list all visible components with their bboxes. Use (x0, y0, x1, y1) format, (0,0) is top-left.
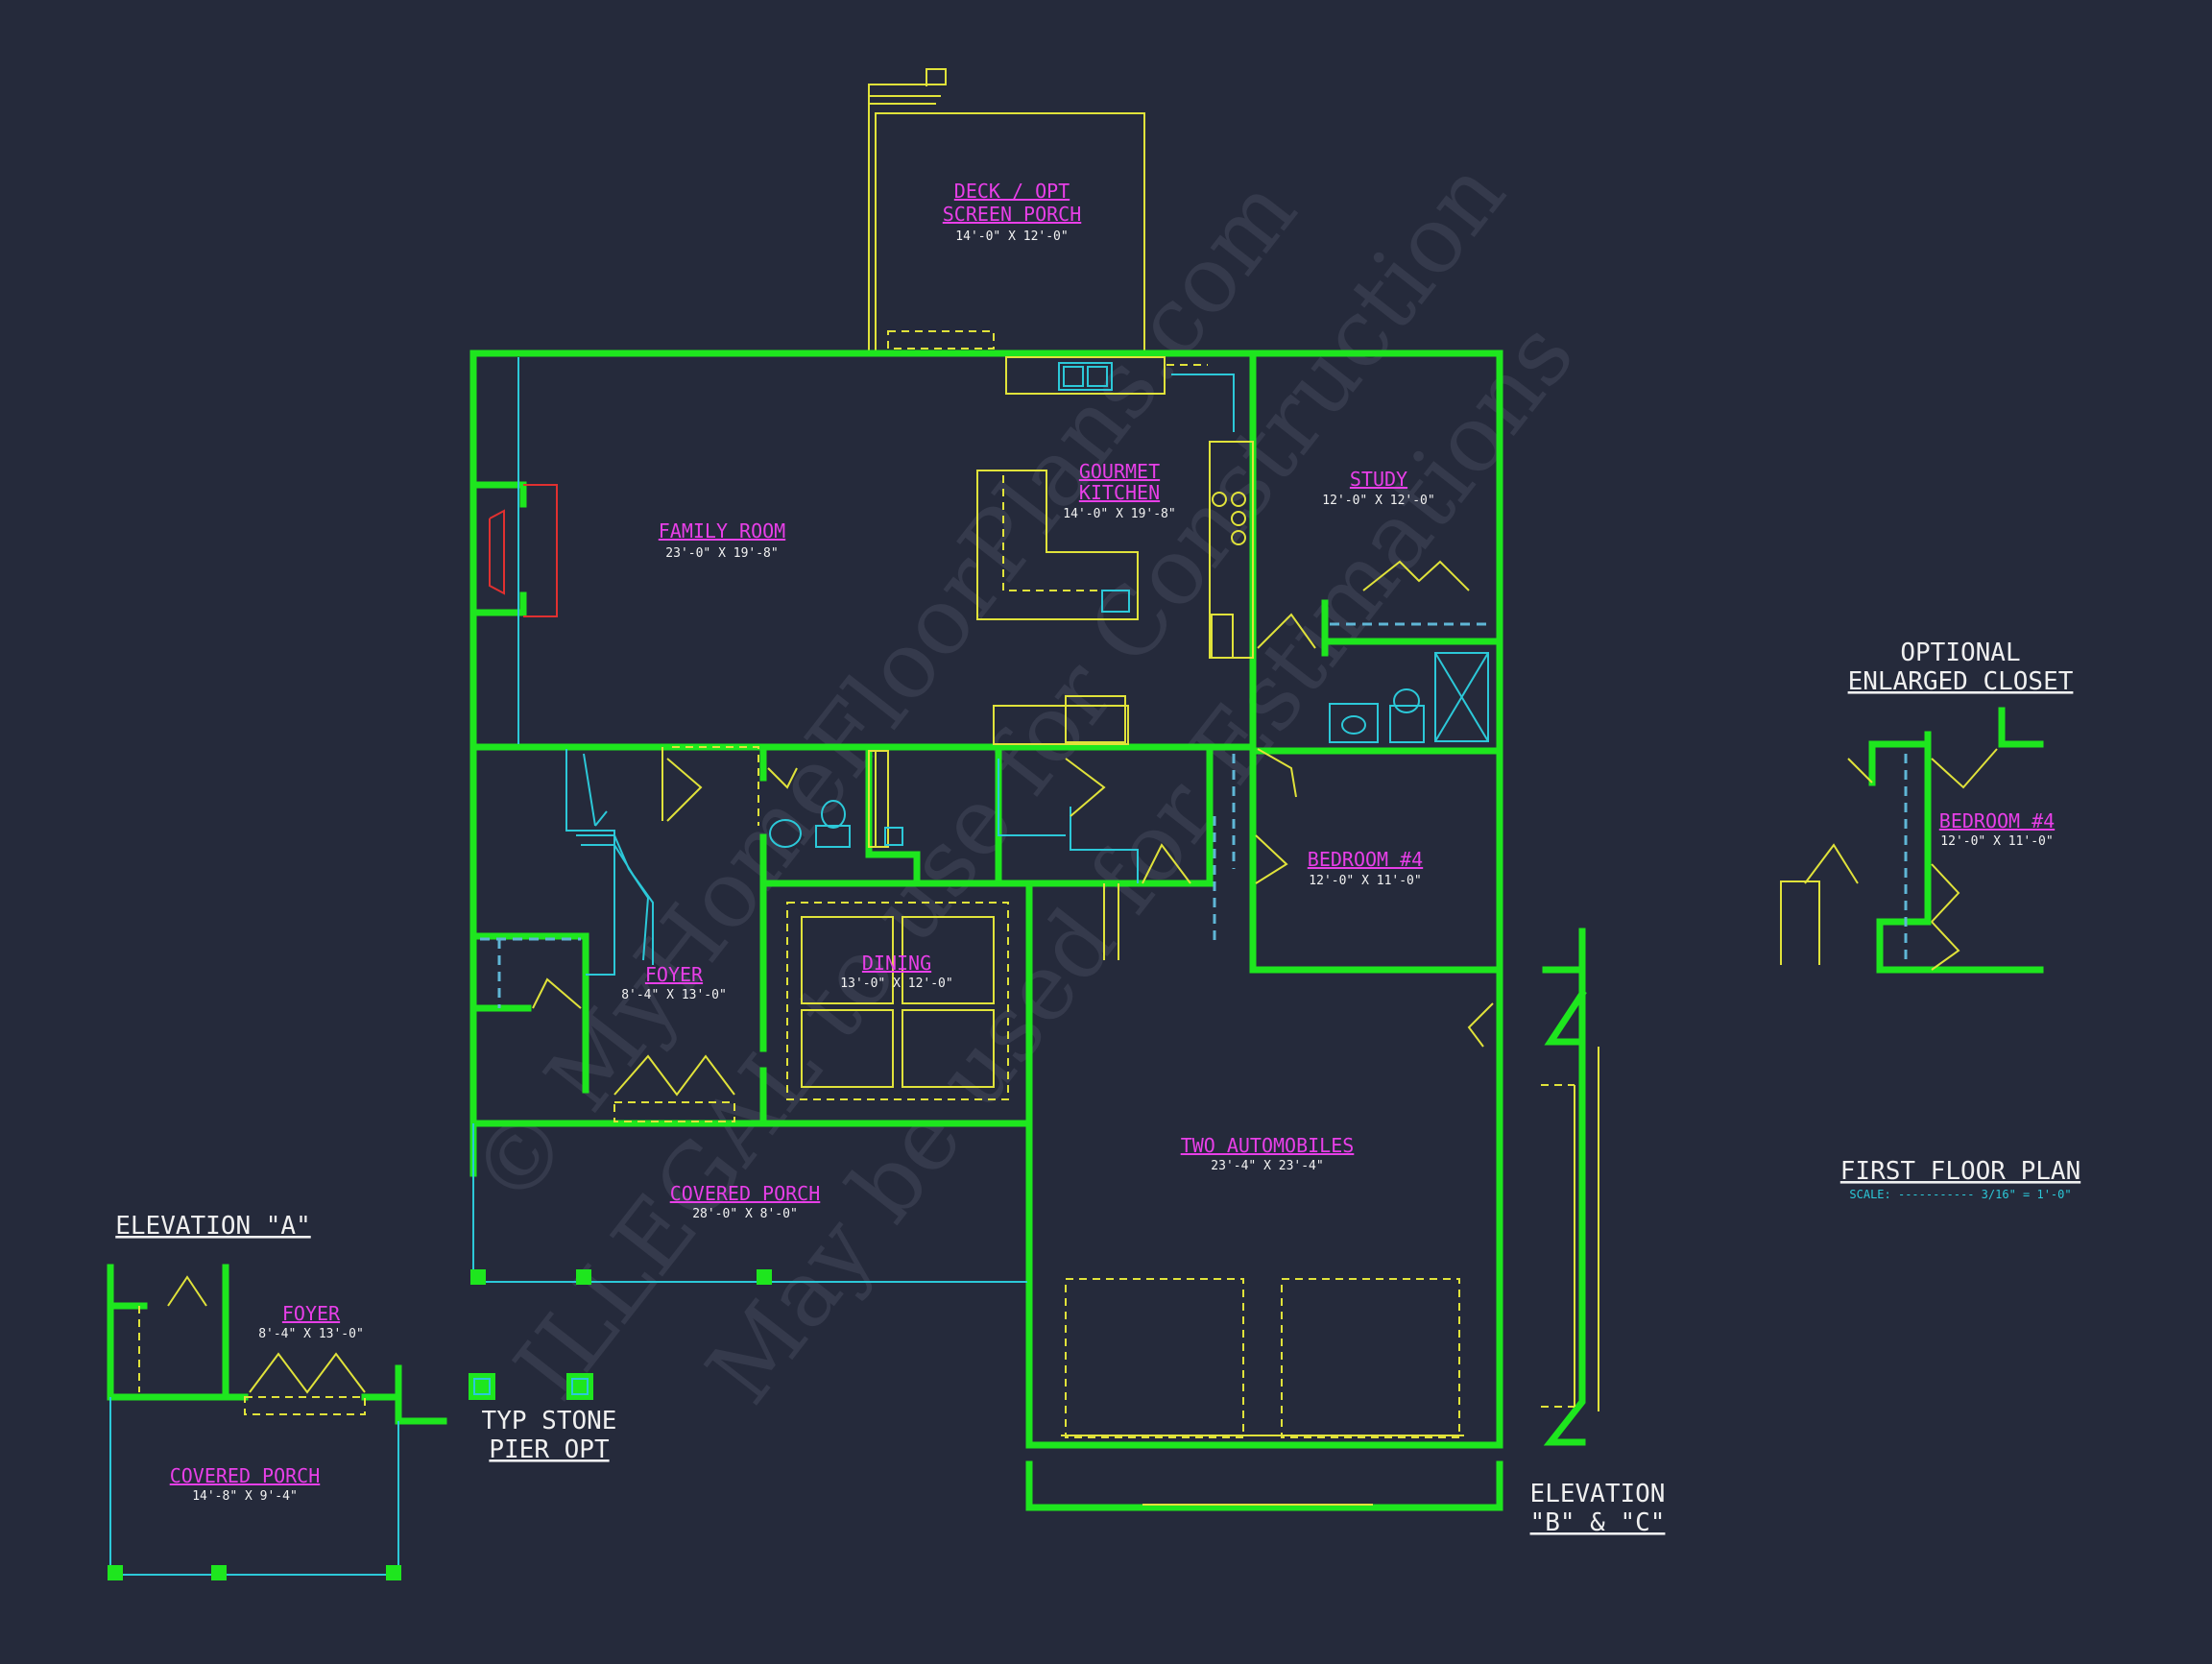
stone-pier-line-2: PIER OPT (489, 1435, 610, 1464)
foyer-name: FOYER (645, 963, 704, 986)
closet-bedroom-dims: 12'-0" X 11'-0" (1940, 834, 2053, 849)
elevation-a-foyer-dims: 8'-4" X 13'-0" (258, 1327, 364, 1341)
dining-table (786, 902, 1009, 1100)
deck-dims: 14'-0" X 12'-0" (955, 229, 1068, 244)
elevation-a-foyer-name: FOYER (282, 1302, 341, 1325)
kitchen-name-1: GOURMET (1079, 460, 1160, 483)
stair-and-foyer (480, 746, 759, 1122)
stone-pier-line-1: TYP STONE (482, 1407, 617, 1435)
main-walls (469, 350, 1503, 1449)
optional-closet-labels: OPTIONAL ENLARGED CLOSET BEDROOM #4 12'-… (1848, 639, 2074, 849)
elevation-a-porch-dims: 14'-8" X 9'-4" (192, 1489, 298, 1504)
watermark: © MyHomeFloorPlans.com ILLEGAL to use fo… (450, 141, 1595, 1423)
family-room-dims: 23'-0" X 19'-8" (665, 546, 778, 561)
watermark-line-1: © MyHomeFloorPlans.com (450, 158, 1317, 1226)
elevation-a-drawing (107, 1264, 447, 1580)
elevation-bc-line-1: ELEVATION (1530, 1480, 1666, 1508)
covered-porch-outline (470, 1123, 1027, 1285)
study-name: STUDY (1350, 468, 1407, 491)
deck-name-1: DECK / OPT (954, 180, 1070, 203)
stone-pier-symbols (469, 1373, 593, 1400)
optional-closet-drawing (1780, 707, 2044, 974)
deck-outline (868, 68, 1145, 353)
stone-pier-label: TYP STONE PIER OPT (482, 1407, 617, 1464)
kitchen-fixtures (976, 356, 1254, 745)
dining-dims: 13'-0" X 12'-0" (840, 977, 952, 991)
porch-name: COVERED PORCH (670, 1182, 821, 1205)
study-dims: 12'-0" X 12'-0" (1322, 494, 1434, 508)
closet-title-2: ENLARGED CLOSET (1848, 667, 2074, 696)
elevation-a-porch-name: COVERED PORCH (170, 1464, 321, 1487)
study-and-bath-fixtures (1213, 560, 1494, 1048)
elevation-a-labels: ELEVATION "A" FOYER 8'-4" X 13'-0" COVER… (115, 1212, 364, 1504)
elevation-bc-wall (1541, 928, 1599, 1446)
watermark-line-2: ILLEGAL to use for Construction (494, 141, 1527, 1419)
bedroom4-dims: 12'-0" X 11'-0" (1309, 874, 1421, 888)
kitchen-dims: 14'-0" X 19'-8" (1063, 507, 1175, 521)
elevation-bc-line-2: "B" & "C" (1530, 1508, 1666, 1537)
dining-name: DINING (862, 952, 931, 975)
garage-dims: 23'-4" X 23'-4" (1211, 1159, 1323, 1173)
closet-bedroom-name: BEDROOM #4 (1939, 809, 2055, 832)
kitchen-name-2: KITCHEN (1079, 481, 1160, 504)
deck-name-2: SCREEN PORCH (943, 203, 1082, 226)
garage-fixtures (1025, 1278, 1503, 1511)
plan-scale: SCALE: ----------- 3/16" = 1'-0" (1849, 1188, 2071, 1201)
elevation-bc-label: ELEVATION "B" & "C" (1530, 1480, 1666, 1537)
closet-title-1: OPTIONAL (1900, 639, 2020, 667)
family-room-name: FAMILY ROOM (659, 519, 785, 543)
elevation-a-title: ELEVATION "A" (115, 1212, 311, 1241)
foyer-dims: 8'-4" X 13'-0" (621, 988, 727, 1002)
garage-name: TWO AUTOMOBILES (1181, 1134, 1355, 1157)
plan-title-block: FIRST FLOOR PLAN SCALE: ----------- 3/16… (1840, 1157, 2080, 1201)
bedroom4-name: BEDROOM #4 (1308, 848, 1423, 871)
plan-title: FIRST FLOOR PLAN (1840, 1157, 2080, 1186)
porch-dims: 28'-0" X 8'-0" (692, 1207, 798, 1221)
fireplace-outline (523, 484, 558, 617)
room-labels: DECK / OPT SCREEN PORCH 14'-0" X 12'-0" … (621, 180, 1434, 1221)
powder-room-fixtures (767, 750, 1191, 960)
